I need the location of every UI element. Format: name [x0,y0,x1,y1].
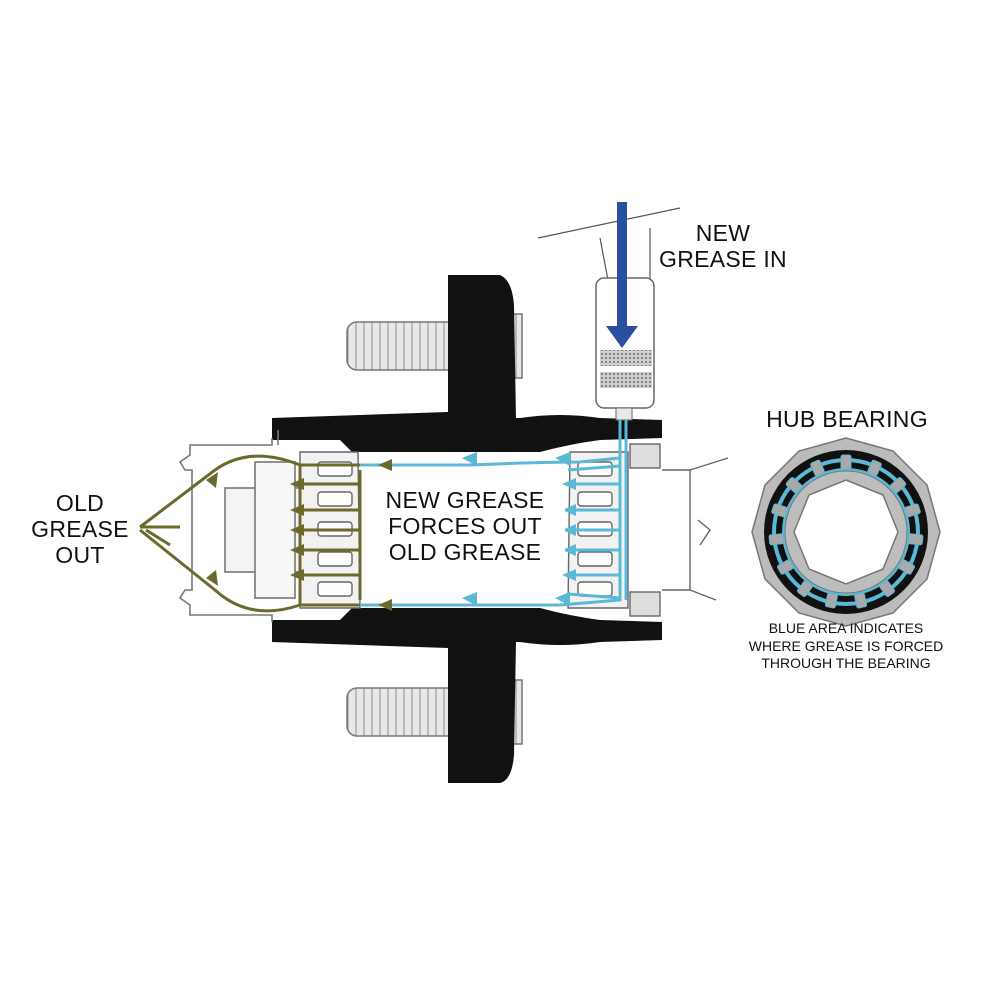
hub-bearing-note-line-3: THROUGH THE BEARING [761,655,931,671]
old-grease-path [139,454,362,613]
grease-inlet-arrow [606,202,638,348]
hub-bearing-title: HUB BEARING [766,406,928,432]
old-grease-out-label: OLD GREASE OUT [30,490,130,568]
hub-bearing-note-line-1: BLUE AREA INDICATES [768,620,924,636]
old-grease-out-line-3: OUT [55,541,105,568]
hub-bearing-note: BLUE AREA INDICATES WHERE GREASE IS FORC… [720,620,972,673]
hub-body [272,275,662,783]
center-caption-line-1: NEW GREASE [385,487,545,513]
old-grease-out-line-1: OLD [55,490,105,516]
hub-bearing-note-line-2: WHERE GREASE IS FORCED [748,637,944,654]
old-grease-out-line-2: GREASE [31,515,129,542]
new-grease-in-line-1: NEW [695,220,751,246]
center-caption-line-3: OLD GREASE [388,538,542,565]
old-grease-arrowheads [206,459,392,611]
center-caption: NEW GREASE FORCES OUT OLD GREASE [365,487,565,565]
hub-cap [178,430,316,622]
center-caption-line-2: FORCES OUT [388,512,542,539]
new-grease-in-line-2: GREASE IN [659,245,787,272]
new-grease-in-label: NEW GREASE IN [648,220,798,272]
new-grease-arrowheads [462,452,576,606]
hub-bearing-cross-section [751,437,941,627]
